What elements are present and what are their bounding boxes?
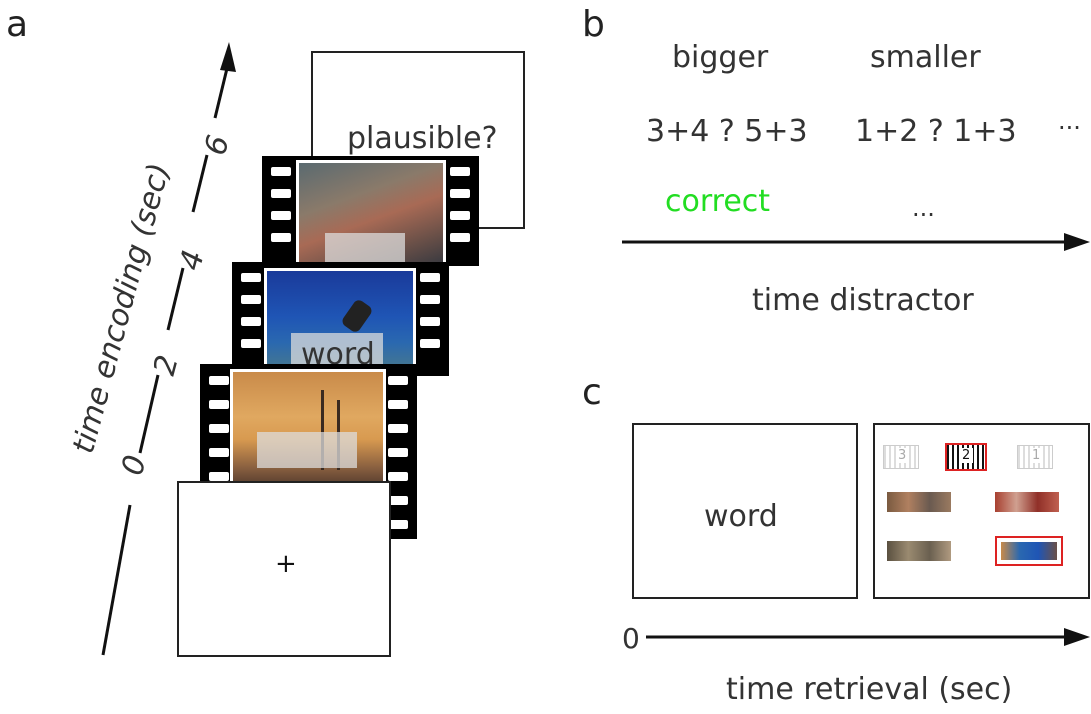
cue-word: word bbox=[704, 499, 778, 534]
equation-right: 1+2 ? 1+3 bbox=[855, 114, 1017, 149]
retrieval-choice-screen: 3 2 1 bbox=[873, 423, 1090, 599]
order-label-2: 2 bbox=[959, 448, 974, 463]
thumbnail-selected-image bbox=[1001, 542, 1057, 560]
axis-arrowhead bbox=[220, 42, 236, 72]
thumbnail-selected-frame[interactable] bbox=[995, 536, 1063, 566]
question-text: plausible? bbox=[347, 121, 498, 156]
thumbnail-street[interactable] bbox=[887, 541, 951, 561]
panel-label-a: a bbox=[6, 4, 29, 45]
axis-segment bbox=[138, 374, 160, 454]
distractor-arrowhead bbox=[1064, 233, 1090, 251]
video-frame-3 bbox=[262, 156, 479, 266]
panel-label-c: c bbox=[582, 372, 602, 413]
fixation-screen: + bbox=[177, 481, 391, 657]
header-smaller: smaller bbox=[870, 40, 981, 75]
order-slot-2-selected[interactable]: 2 bbox=[945, 443, 987, 471]
axis-segment bbox=[166, 267, 185, 331]
distractor-axis-label: time distractor bbox=[752, 283, 974, 318]
axis-segment bbox=[191, 154, 209, 213]
cue-word-screen: word bbox=[632, 423, 858, 599]
retrieval-axis-zero: 0 bbox=[622, 622, 640, 655]
panel-label-b: b bbox=[582, 4, 605, 45]
equation-left: 3+4 ? 5+3 bbox=[646, 114, 808, 149]
retrieval-axis-label: time retrieval (sec) bbox=[726, 672, 1013, 707]
header-bigger: bigger bbox=[672, 40, 769, 75]
feedback-ellipsis: ... bbox=[912, 194, 935, 222]
fixation-cross: + bbox=[275, 549, 297, 579]
order-label-3: 3 bbox=[896, 448, 909, 463]
order-slot-3[interactable]: 3 bbox=[883, 445, 919, 469]
order-label-1: 1 bbox=[1030, 448, 1043, 463]
thumbnail-red-scene[interactable] bbox=[995, 492, 1059, 512]
ship-image bbox=[230, 369, 386, 487]
order-slot-1[interactable]: 1 bbox=[1017, 445, 1053, 469]
feedback-correct: correct bbox=[665, 184, 771, 219]
equation-ellipsis: ··· bbox=[1058, 114, 1081, 142]
retrieval-arrowhead bbox=[1064, 628, 1090, 646]
octopus-image bbox=[296, 160, 446, 266]
axis-segment bbox=[101, 504, 132, 656]
thumbnail-octopus[interactable] bbox=[887, 492, 951, 512]
